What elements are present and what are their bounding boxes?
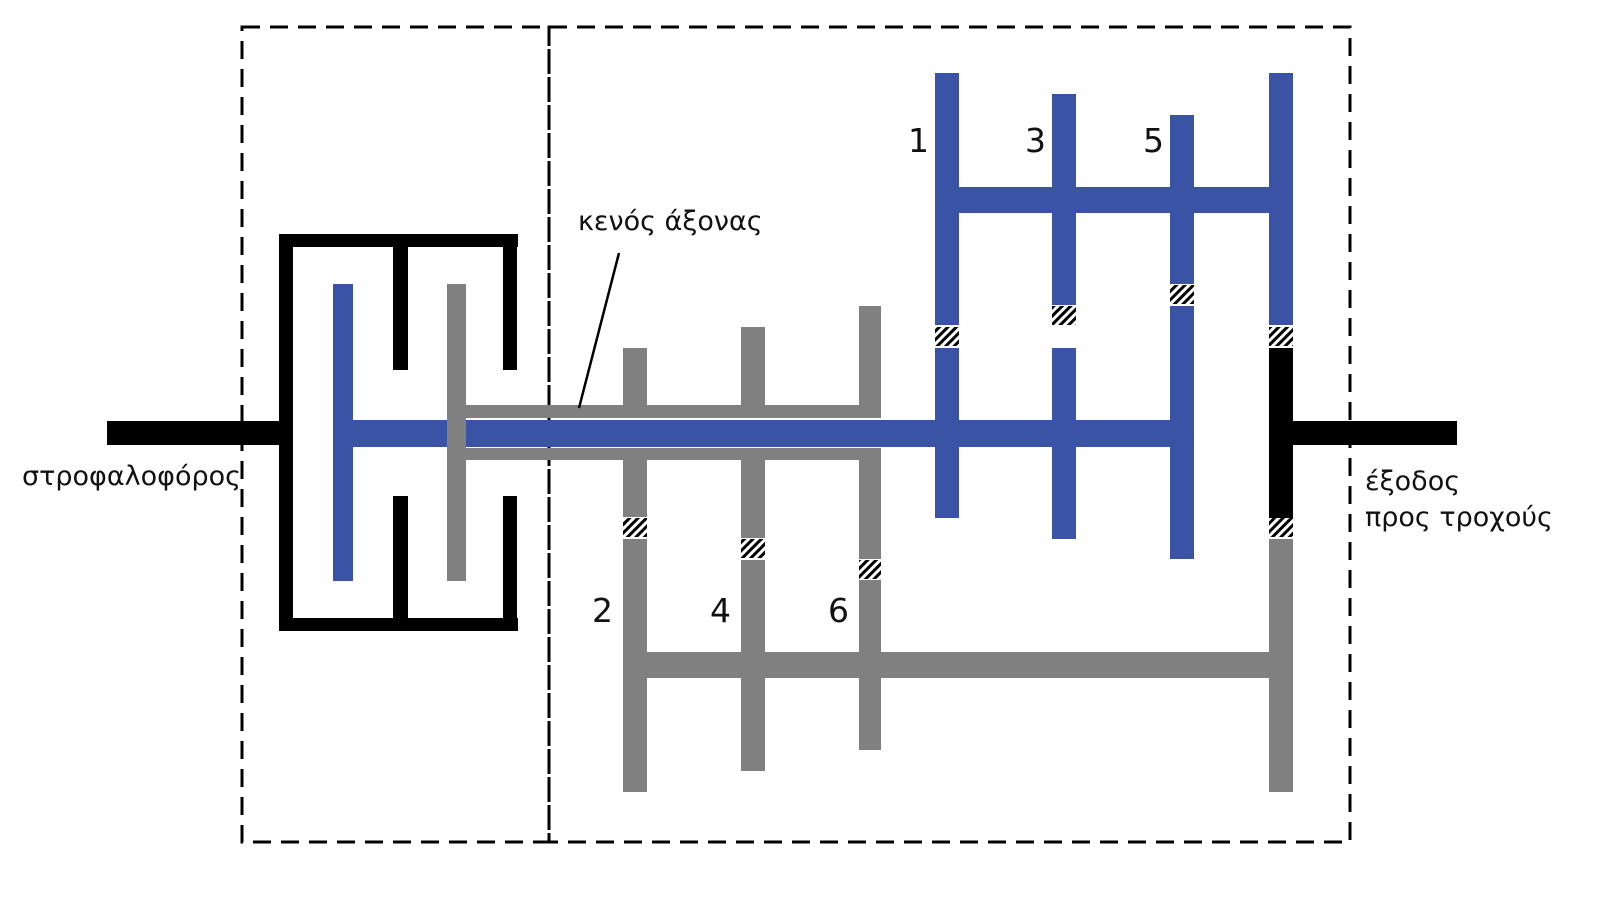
mesh-output-even [1269, 518, 1293, 537]
odd-gear-layshaft [935, 73, 1293, 325]
crankshaft-input [107, 234, 518, 631]
mesh-gear-3 [1052, 306, 1076, 325]
gear-number-5: 5 [1143, 121, 1164, 160]
gear-meshes [623, 285, 1293, 579]
mesh-gear-2 [623, 518, 647, 537]
hollow-shaft-leader-line [577, 252, 621, 409]
gear-number-2: 2 [592, 591, 613, 630]
gear-number-4: 4 [710, 591, 731, 630]
crankshaft-label: στροφαλοφόρος [22, 461, 241, 492]
even-gear-layshaft [623, 539, 1293, 792]
mesh-gear-4 [741, 539, 765, 558]
mesh-gear-6 [859, 560, 881, 579]
output-label-line2: προς τροχούς [1365, 502, 1553, 533]
gear-number-3: 3 [1025, 121, 1046, 160]
hollow-shaft-label: κενός άξονας [578, 206, 763, 237]
gear-number-6: 6 [828, 591, 849, 630]
even-gear-hollow-shaft [447, 284, 881, 581]
odd-gear-shaft [333, 284, 1194, 581]
mesh-output-odd [1269, 327, 1293, 346]
mesh-gear-1 [935, 327, 959, 346]
output-shaft [1269, 348, 1457, 518]
output-label-line1: έξοδος [1365, 466, 1460, 497]
mesh-gear-5 [1170, 285, 1194, 304]
gear-number-1: 1 [908, 121, 929, 160]
